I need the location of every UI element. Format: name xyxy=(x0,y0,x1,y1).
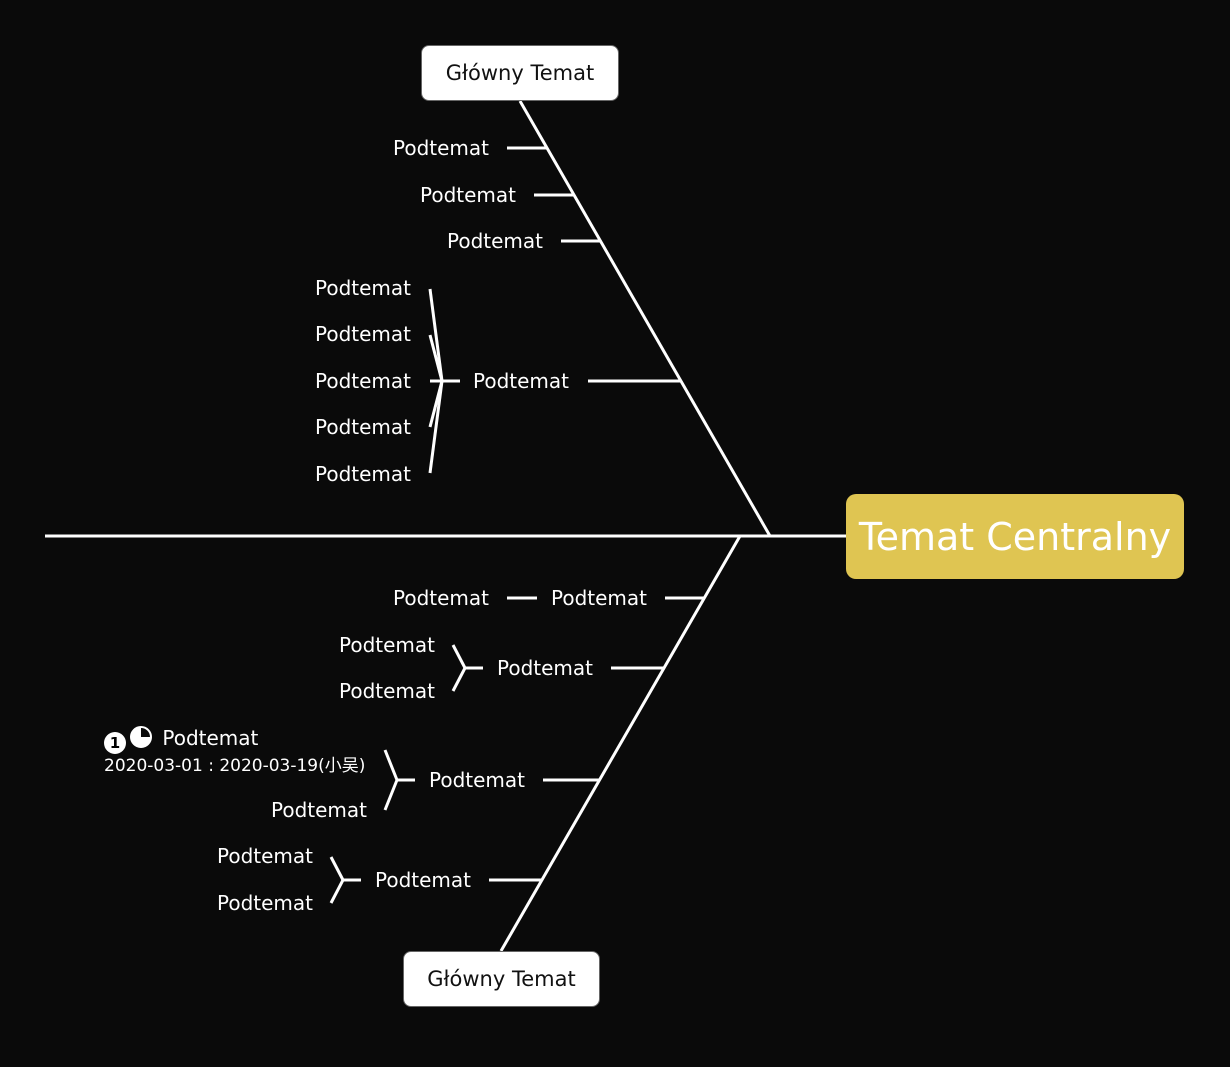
top-sub4-child-link-1 xyxy=(428,288,444,382)
bottom-subtopic-3-child-2[interactable]: Podtemat xyxy=(271,798,367,822)
top-subtopic-4-label: Podtemat xyxy=(473,369,570,393)
top-subtopic-1-label: Podtemat xyxy=(393,136,490,160)
top-subtopic-4-child-4[interactable]: Podtemat xyxy=(315,415,411,439)
top-subtopic-4-child-2-label: Podtemat xyxy=(315,322,412,346)
top-subtopic-4-child-3-label: Podtemat xyxy=(315,369,412,393)
bottom-sub4-child-link-2 xyxy=(329,879,345,904)
central-topic-label: Temat Centralny xyxy=(858,514,1172,559)
top-subtopic-4-child-2[interactable]: Podtemat xyxy=(315,322,411,346)
bottom-subtopic-4-child-1[interactable]: Podtemat xyxy=(217,844,313,868)
top-subtopic-3-label: Podtemat xyxy=(447,229,544,253)
top-main-topic[interactable]: Główny Temat xyxy=(421,45,619,101)
bottom-subtopic-1-child-1[interactable]: Podtemat xyxy=(393,586,489,610)
bottom-subtopic-3-child-2-label: Podtemat xyxy=(271,798,368,822)
progress-quarter-icon xyxy=(130,726,152,748)
bottom-subtopic-2-child-1[interactable]: Podtemat xyxy=(339,633,435,657)
bottom-subtopic-1[interactable]: Podtemat xyxy=(551,586,647,610)
bottom-main-topic-label: Główny Temat xyxy=(427,967,576,991)
bottom-subtopic-2[interactable]: Podtemat xyxy=(497,656,593,680)
top-subtopic-4-child-5[interactable]: Podtemat xyxy=(315,462,411,486)
top-subtopic-4-child-3[interactable]: Podtemat xyxy=(315,369,411,393)
bottom-sub2-child-link-1 xyxy=(451,644,467,669)
bottom-subtopic-4[interactable]: Podtemat xyxy=(375,868,471,892)
central-topic[interactable]: Temat Centralny xyxy=(846,494,1184,579)
bottom-subtopic-2-child-2-label: Podtemat xyxy=(339,679,436,703)
bottom-subtopic-3-child-1[interactable]: 1 Podtemat xyxy=(104,726,258,754)
bottom-subtopic-2-label: Podtemat xyxy=(497,656,594,680)
bottom-subtopic-1-label: Podtemat xyxy=(551,586,648,610)
top-subtopic-4-child-1-label: Podtemat xyxy=(315,276,412,300)
bottom-subtopic-4-child-2[interactable]: Podtemat xyxy=(217,891,313,915)
top-subtopic-4-child-4-label: Podtemat xyxy=(315,415,412,439)
bottom-main-topic[interactable]: Główny Temat xyxy=(403,951,600,1007)
bottom-sub3-child-link-2 xyxy=(383,779,399,811)
top-subtopic-3[interactable]: Podtemat xyxy=(447,229,543,253)
bottom-subtopic-2-child-1-label: Podtemat xyxy=(339,633,436,657)
task-info-label: 2020-03-01 : 2020-03-19(小吴) xyxy=(104,756,366,776)
top-sub4-child-link-5 xyxy=(428,380,444,474)
bottom-subtopic-4-label: Podtemat xyxy=(375,868,472,892)
task-info: 2020-03-01 : 2020-03-19(小吴) xyxy=(104,756,365,776)
top-bone-line xyxy=(518,100,772,537)
top-subtopic-4-child-1[interactable]: Podtemat xyxy=(315,276,411,300)
bottom-sub2-child-link-2 xyxy=(451,667,467,692)
bottom-subtopic-1-child-1-label: Podtemat xyxy=(393,586,490,610)
bottom-subtopic-2-child-2[interactable]: Podtemat xyxy=(339,679,435,703)
bottom-bone-line xyxy=(499,535,742,952)
bottom-subtopic-3[interactable]: Podtemat xyxy=(429,768,525,792)
top-subtopic-2[interactable]: Podtemat xyxy=(420,183,516,207)
top-main-topic-label: Główny Temat xyxy=(445,61,595,85)
bottom-subtopic-3-label: Podtemat xyxy=(429,768,526,792)
priority-number-icon: 1 xyxy=(104,732,126,754)
top-subtopic-4-child-5-label: Podtemat xyxy=(315,462,412,486)
bottom-sub4-child-link-1 xyxy=(329,856,345,881)
bottom-subtopic-4-child-2-label: Podtemat xyxy=(217,891,314,915)
bottom-subtopic-3-child-1-label: Podtemat xyxy=(162,726,259,750)
top-subtopic-1[interactable]: Podtemat xyxy=(393,136,489,160)
top-subtopic-2-label: Podtemat xyxy=(420,183,517,207)
top-subtopic-4[interactable]: Podtemat xyxy=(473,369,569,393)
bottom-subtopic-4-child-1-label: Podtemat xyxy=(217,844,314,868)
top-sub4-child-link-2 xyxy=(428,334,444,382)
bottom-sub3-child-link-1 xyxy=(383,749,399,781)
